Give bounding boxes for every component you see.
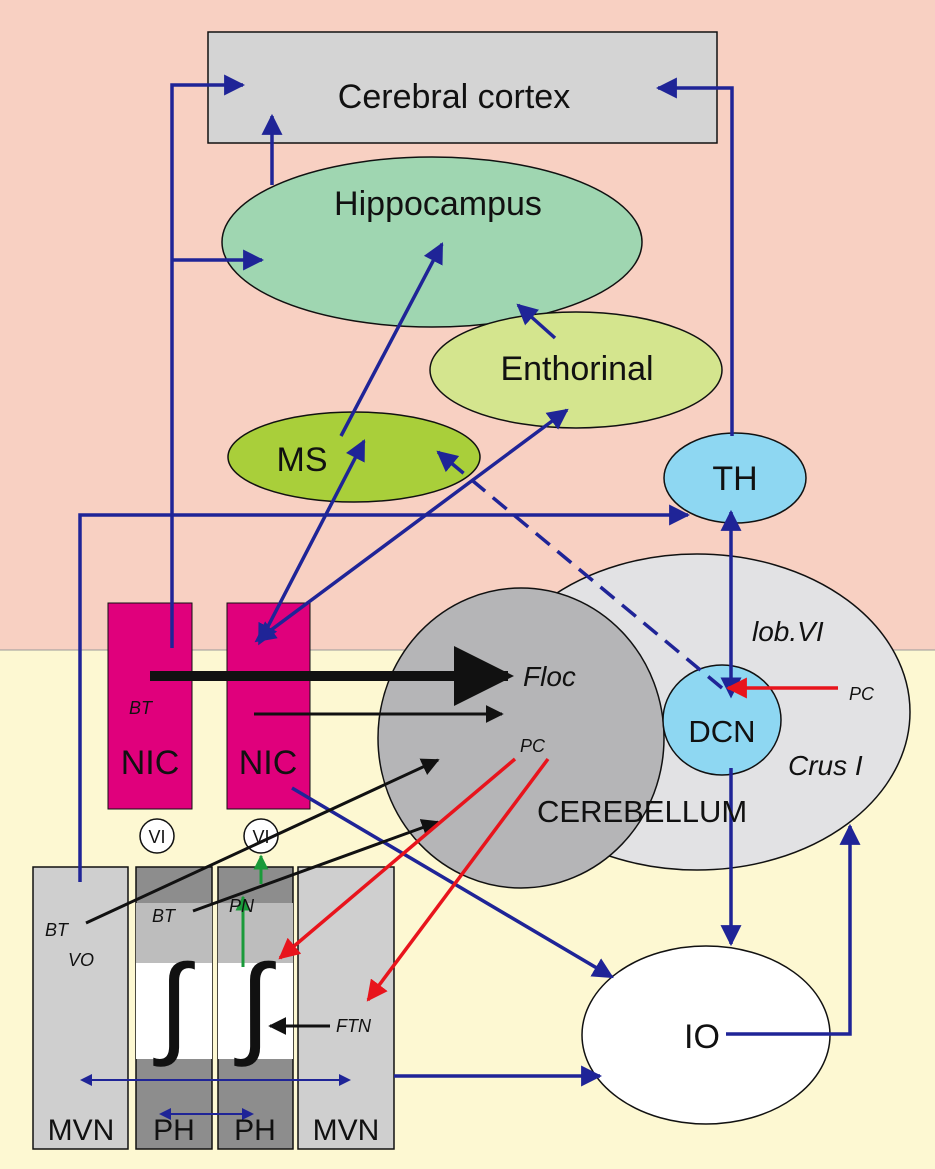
floc-label: Floc — [523, 661, 576, 692]
nic-left-box — [107, 602, 193, 810]
enthorinal-label: Enthorinal — [500, 350, 653, 388]
enthorinal-to-hippocampus-arrow — [516, 303, 557, 340]
ph-bt-to-floc-arrow — [192, 819, 440, 913]
pn-label: PN — [229, 896, 255, 916]
crus-label: Crus I — [788, 750, 863, 781]
ms-to-hippocampus-arrow — [339, 242, 444, 437]
vo-label: VO — [68, 950, 94, 970]
hippocampus-ellipse — [221, 156, 643, 328]
dcn-label: DCN — [688, 714, 755, 749]
mvn-bt-to-floc-arrow — [85, 758, 440, 925]
ph-right-label: PH — [234, 1114, 276, 1147]
io-to-cerebellum-arrow — [726, 823, 861, 1036]
io-label: IO — [684, 1018, 720, 1056]
pc-to-ftn-red-arrow — [366, 757, 550, 1002]
vi-right-label: VI — [252, 827, 269, 847]
ph-right-integrator-box — [218, 963, 293, 1059]
th-label: TH — [712, 460, 757, 498]
cerebral-cortex-box — [207, 31, 718, 144]
nic-left-label: NIC — [121, 744, 180, 782]
pc-to-ph-red-arrow — [278, 757, 517, 960]
ph-left-integrator-box — [136, 963, 212, 1059]
enthorinal-ellipse — [429, 311, 723, 429]
lob-vi-label: lob.VI — [752, 616, 824, 647]
ph-left-light-band — [136, 903, 212, 963]
bt-ph-label: BT — [152, 906, 177, 926]
hippocampus-label: Hippocampus — [334, 185, 542, 223]
th-to-cortex-arrow — [655, 77, 734, 436]
vi-left-label: VI — [148, 827, 165, 847]
bt-mvn-label: BT — [45, 920, 70, 940]
ms-label: MS — [277, 441, 328, 479]
dcn-to-ms-dashed-arrow — [436, 450, 724, 690]
vi-left-circle — [139, 818, 175, 854]
nic-to-cortex-arrow — [170, 74, 246, 648]
mvn-right-label: MVN — [313, 1114, 380, 1147]
ftn-label: FTN — [336, 1016, 372, 1036]
pc-floc-label: PC — [520, 736, 546, 756]
cerebellum-label: CEREBELLUM — [537, 794, 747, 829]
mvn-left-box — [32, 866, 129, 1150]
nic-to-io-arrow — [291, 786, 614, 979]
ph-left-label: PH — [153, 1114, 195, 1147]
mvn-right-box — [297, 866, 395, 1150]
nic-right-label: NIC — [239, 744, 298, 782]
nic-ms-arrow — [258, 439, 366, 646]
integral-left-symbol: ∫ — [153, 942, 195, 1067]
integral-right-symbol: ∫ — [234, 942, 276, 1067]
bt-nic-label: BT — [129, 698, 154, 718]
mvn-to-th-arrow — [78, 504, 691, 882]
pc-dcn-label: PC — [849, 684, 875, 704]
mvn-left-label: MVN — [48, 1114, 115, 1147]
cerebral-cortex-label: Cerebral cortex — [338, 78, 570, 116]
